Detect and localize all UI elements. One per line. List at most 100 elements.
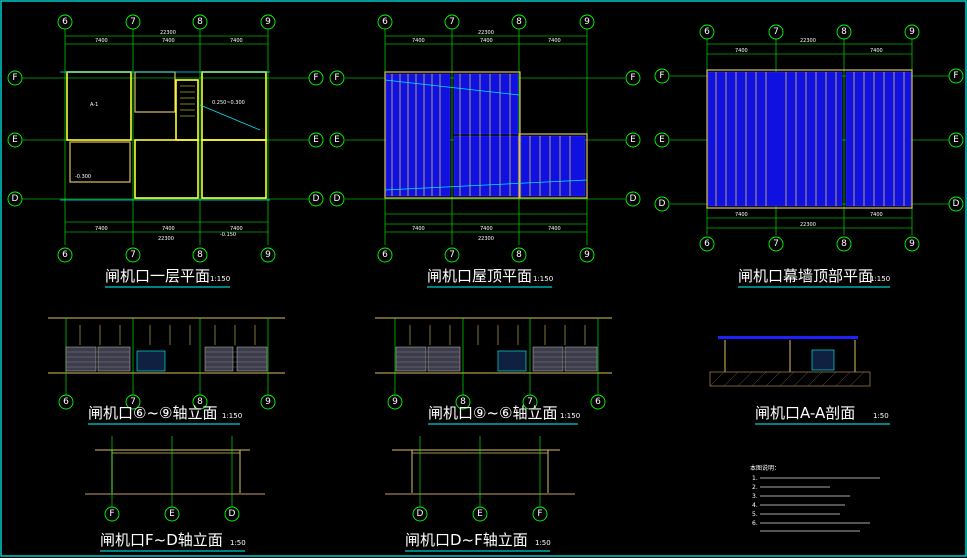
axis-bubble-bottom-8: 8 bbox=[836, 236, 852, 252]
axis-bubble-bottom-9: 9 bbox=[579, 247, 595, 263]
axis-bubble-top-6: 6 bbox=[699, 24, 715, 40]
axis-bubble-F: F bbox=[532, 506, 548, 522]
notes-heading: 本图说明： bbox=[750, 464, 780, 472]
dim-bottom-1: 7400 bbox=[412, 226, 425, 232]
title-elevDF: 闸机口D~F轴立面 bbox=[405, 531, 528, 549]
svg-text:E: E bbox=[477, 509, 483, 519]
svg-text:6: 6 bbox=[382, 250, 388, 260]
svg-text:9: 9 bbox=[392, 397, 398, 407]
svg-text:8: 8 bbox=[841, 27, 847, 37]
axis-bubble-right-D: D bbox=[625, 191, 641, 207]
svg-text:E: E bbox=[12, 135, 18, 145]
svg-text:D: D bbox=[659, 199, 666, 209]
axis-bubble-left-E: E bbox=[7, 132, 23, 148]
svg-text:6: 6 bbox=[62, 17, 68, 27]
view-elevation-6-9: 6 7 8 9 闸机口⑥~⑨轴立面 1:150 bbox=[48, 317, 285, 425]
axis-bubble-F: F bbox=[104, 506, 120, 522]
svg-text:D: D bbox=[334, 194, 341, 204]
svg-text:9: 9 bbox=[584, 250, 590, 260]
axis-bubble-top-6: 6 bbox=[377, 14, 393, 30]
scale-section: 1:50 bbox=[873, 412, 889, 420]
axis-bubble-right-F: F bbox=[308, 70, 324, 86]
axis-bubble-left-F: F bbox=[654, 68, 670, 84]
view-curtain-plan: 6 7 8 9 22300 7400 7400 F E D F E D bbox=[654, 24, 964, 288]
svg-text:E: E bbox=[659, 135, 665, 145]
axis-bubble-D: D bbox=[224, 506, 240, 522]
svg-text:6: 6 bbox=[704, 239, 710, 249]
view-section-aa: 闸机口A-A剖面 1:50 bbox=[709, 336, 890, 425]
axis-bubble-bottom-7: 7 bbox=[768, 236, 784, 252]
svg-text:8: 8 bbox=[197, 250, 203, 260]
svg-text:9: 9 bbox=[265, 250, 271, 260]
svg-text:8: 8 bbox=[460, 397, 466, 407]
level-label-2: 0.250~0.300 bbox=[212, 100, 245, 106]
dim-bottom-3: 7400 bbox=[548, 226, 561, 232]
dim-top-1: 7400 bbox=[412, 38, 425, 44]
svg-text:F: F bbox=[537, 509, 542, 519]
dim-top-1: 7400 bbox=[735, 48, 748, 54]
level-label-1: -0.300 bbox=[75, 174, 91, 180]
svg-text:D: D bbox=[229, 509, 236, 519]
dim-total-bottom: 22300 bbox=[478, 236, 494, 242]
svg-text:E: E bbox=[953, 135, 959, 145]
svg-text:9: 9 bbox=[909, 239, 915, 249]
axis-bubble-left-D: D bbox=[7, 191, 23, 207]
svg-text:9: 9 bbox=[265, 17, 271, 27]
dim-top-1: 7400 bbox=[95, 38, 108, 44]
svg-text:E: E bbox=[334, 135, 340, 145]
axis-bubble-top-9: 9 bbox=[579, 14, 595, 30]
dim-total-top: 22300 bbox=[800, 38, 816, 44]
scale-elev96: 1:150 bbox=[560, 412, 580, 420]
svg-text:7: 7 bbox=[527, 397, 533, 407]
room-label-a1: A-1 bbox=[90, 102, 98, 108]
svg-text:D: D bbox=[417, 509, 424, 519]
axis-bubble-right-D: D bbox=[308, 191, 324, 207]
svg-text:7: 7 bbox=[130, 250, 136, 260]
svg-text:D: D bbox=[12, 194, 19, 204]
axis-bubble-left-E: E bbox=[654, 132, 670, 148]
svg-text:6: 6 bbox=[595, 397, 601, 407]
svg-text:D: D bbox=[630, 194, 637, 204]
axis-bubble-D: D bbox=[412, 506, 428, 522]
axis-bubble-top-9: 9 bbox=[904, 24, 920, 40]
svg-text:7: 7 bbox=[130, 17, 136, 27]
shutter-panels bbox=[395, 346, 598, 372]
axis-bubble-7: 7 bbox=[522, 394, 538, 410]
dim-total-top: 22300 bbox=[478, 30, 494, 36]
svg-text:F: F bbox=[12, 73, 17, 83]
axis-bubble-right-D: D bbox=[948, 196, 964, 212]
title-elevFD: 闸机口F~D轴立面 bbox=[100, 531, 223, 549]
svg-text:9: 9 bbox=[909, 27, 915, 37]
title-plan1: 闸机口一层平面 bbox=[105, 267, 210, 285]
note-item-4: 4. bbox=[752, 502, 758, 509]
roof-glass-panels bbox=[385, 73, 586, 197]
dim-bottom-3: 7400 bbox=[230, 226, 243, 232]
note-item-3: 3. bbox=[752, 493, 758, 500]
scale-elevFD: 1:50 bbox=[230, 539, 246, 547]
dim-top-3: 7400 bbox=[230, 38, 243, 44]
axis-bubble-bottom-9: 9 bbox=[904, 236, 920, 252]
view-elevation-9-6: 9 8 7 6 闸机口⑨~⑥轴立面 1:150 bbox=[375, 317, 612, 425]
svg-text:F: F bbox=[953, 71, 958, 81]
axis-bubble-top-8: 8 bbox=[836, 24, 852, 40]
axis-bubble-bottom-6: 6 bbox=[699, 236, 715, 252]
dim-top-2: 7400 bbox=[162, 38, 175, 44]
level-label-3: -0.150 bbox=[220, 232, 236, 238]
axis-bubble-bottom-7: 7 bbox=[125, 247, 141, 263]
dim-top-3: 7400 bbox=[548, 38, 561, 44]
dim-total-top: 22300 bbox=[160, 30, 176, 36]
svg-text:F: F bbox=[630, 73, 635, 83]
axis-bubble-6: 6 bbox=[58, 394, 74, 410]
axis-bubble-top-6: 6 bbox=[57, 14, 73, 30]
svg-text:F: F bbox=[109, 509, 114, 519]
axis-bubble-right-F: F bbox=[948, 68, 964, 84]
axis-bubble-8: 8 bbox=[455, 394, 471, 410]
note-item-6: 6. bbox=[752, 520, 758, 527]
view-plan1: 6 7 8 9 22300 7400 7400 7400 F E D F E D bbox=[7, 14, 324, 288]
view-roof-plan: 6 7 8 9 22300 7400 7400 7400 F E D F E D bbox=[329, 14, 641, 288]
dim-top-2: 7400 bbox=[480, 38, 493, 44]
dim-total-bottom: 22300 bbox=[158, 236, 174, 242]
title-section: 闸机口A-A剖面 bbox=[755, 404, 855, 422]
note-item-5: 5. bbox=[752, 511, 758, 518]
